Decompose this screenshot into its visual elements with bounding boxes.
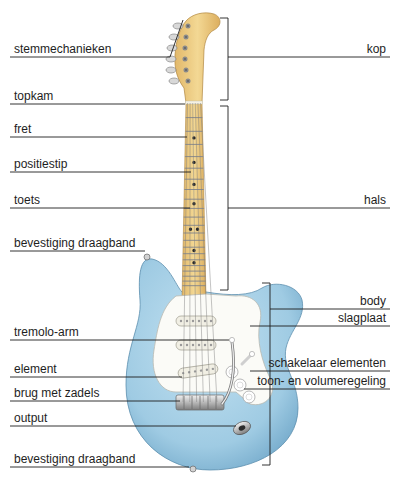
tuning-keys (166, 23, 188, 84)
leader-line (10, 172, 191, 173)
pole-pieces (183, 369, 213, 373)
leader-line (10, 137, 187, 138)
output-jack (231, 419, 252, 437)
tuner-posts (185, 26, 188, 81)
pickguard (153, 294, 272, 405)
leader-line (10, 104, 185, 105)
part-label: toon- en volumeregeling (257, 374, 386, 388)
leader-line (250, 371, 390, 372)
tremolo-arm-shine (222, 342, 234, 404)
switch-tip (249, 351, 254, 356)
leader-line (244, 389, 390, 390)
part-label: stemmechanieken (14, 42, 111, 56)
strap-button (144, 254, 150, 260)
tuning-key (169, 78, 179, 84)
bridge-saddles (184, 396, 216, 409)
frets (180, 118, 210, 286)
leader-line (10, 20, 183, 57)
leader-lines (10, 20, 390, 467)
strings (183, 103, 217, 402)
part-label: output (14, 411, 47, 425)
tuning-key (166, 67, 176, 73)
leader-line (228, 57, 390, 58)
part-label: tremolo-arm (14, 325, 79, 339)
part-label: hals (364, 193, 386, 207)
leader-line (10, 340, 229, 341)
part-label: schakelaar elementen (269, 356, 386, 370)
part-label: body (360, 294, 386, 308)
part-label: slagplaat (338, 311, 386, 325)
part-label: kop (367, 42, 386, 56)
output-socket (238, 424, 246, 431)
leader-line (270, 309, 390, 310)
part-label: fret (14, 122, 31, 136)
leader-line (10, 426, 236, 427)
strap-button (190, 466, 196, 472)
leader-line (10, 467, 189, 468)
part-label: brug met zadels (14, 386, 99, 400)
part-label: positiestip (14, 157, 67, 171)
tuner-post-holes (185, 26, 188, 81)
leader-line (10, 401, 180, 402)
part-label: element (14, 362, 57, 376)
bracket (220, 18, 228, 100)
leader-line (250, 326, 390, 327)
control-knob (243, 391, 255, 403)
bracket (220, 106, 228, 290)
leader-line (10, 377, 182, 378)
leader-line (10, 208, 190, 209)
part-label: toets (14, 193, 40, 207)
part-label: bevestiging draagband (14, 452, 135, 466)
tremolo-tip (229, 337, 234, 342)
leader-line (228, 208, 390, 209)
part-label: topkam (14, 89, 53, 103)
brackets (220, 18, 270, 465)
leader-line (10, 251, 145, 252)
tremolo-arm (222, 342, 234, 404)
part-label: bevestiging draagband (14, 236, 135, 250)
nut (186, 101, 203, 104)
